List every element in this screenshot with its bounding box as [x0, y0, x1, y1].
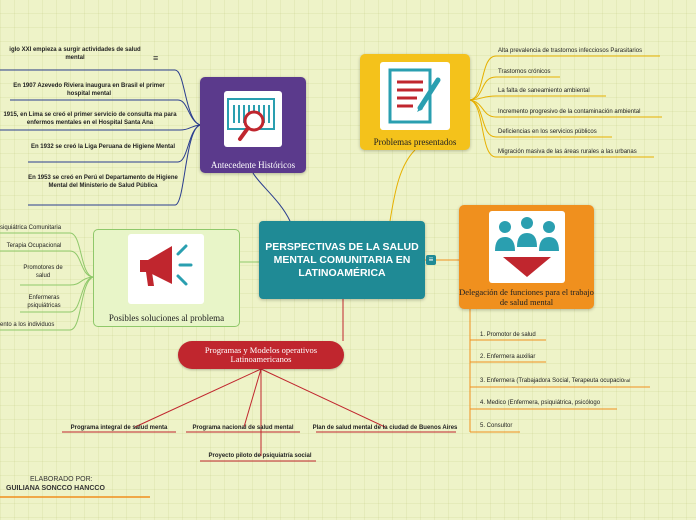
delegacion-item-3[interactable]: 3. Enfermera (Trabajadora Social, Terape… — [480, 377, 630, 385]
menu-icon[interactable]: ≡ — [426, 255, 436, 265]
solucion-item-4[interactable]: Enfermeras psiquiátricas — [27, 295, 61, 309]
antecedente-item-2[interactable]: En 1907 Azevedo Riviera inaugura en Bras… — [13, 83, 165, 97]
delegacion-item-5[interactable]: 5. Consultor — [480, 423, 513, 429]
antecedentes-card[interactable]: Antecedente Históricos — [200, 77, 306, 173]
problema-item-2[interactable]: Trastornos crónicos — [498, 69, 551, 75]
antecedente-item-4[interactable]: En 1932 se creó la Liga Peruana de Higie… — [30, 144, 176, 150]
programas-node[interactable]: Programas y Modelos operativos Latinoame… — [178, 341, 344, 369]
antecedentes-connectors — [0, 69, 291, 222]
delegacion-connectors — [425, 259, 650, 433]
central-topic[interactable]: PERSPECTIVAS DE LA SALUD MENTAL COMUNITA… — [259, 221, 425, 299]
antecedente-item-1[interactable]: iglo XXI empieza a surgir actividades de… — [9, 47, 141, 61]
author-label: ELABORADO POR: — [30, 476, 93, 483]
antecedentes-label: Antecedente Históricos — [210, 160, 296, 170]
author-name: GUILIANA SONCCO HANCCO — [6, 485, 105, 492]
menu-icon[interactable]: ≡ — [153, 53, 159, 63]
problemas-label: Problemas presentados — [373, 137, 457, 147]
delegacion-item-2[interactable]: 2. Enfermera auxiliar — [480, 354, 536, 360]
programa-item-4[interactable]: Plan de salud mental de la ciudad de Bue… — [312, 425, 458, 431]
programa-item-2[interactable]: Programa nacional de salud mental — [192, 425, 294, 431]
team-meeting-icon — [489, 211, 565, 283]
delegacion-item-3-suffix: nal — [624, 378, 631, 383]
problema-item-4[interactable]: Incremento progresivo de la contaminació… — [498, 109, 641, 115]
delegacion-item-1[interactable]: 1. Promotor de salud — [480, 332, 536, 338]
solucion-item-3[interactable]: Promotores de salud — [23, 265, 63, 279]
soluciones-card[interactable]: Posibles soluciones al problema — [93, 229, 240, 327]
antecedente-item-5[interactable]: En 1953 se creó en Perú el Departamento … — [28, 175, 178, 189]
central-topic-title: PERSPECTIVAS DE LA SALUD MENTAL COMUNITA… — [265, 240, 419, 279]
delegacion-card[interactable]: Delegación de funciones para el trabajo … — [459, 205, 594, 309]
document-pencil-icon — [380, 62, 450, 130]
solucion-item-1[interactable]: siquiátrica Comunitaria — [0, 225, 62, 231]
delegacion-label: Delegación de funciones para el trabajo … — [459, 287, 594, 307]
programas-label: Programas y Modelos operativos Latinoame… — [204, 345, 318, 364]
soluciones-label: Posibles soluciones al problema — [108, 313, 225, 323]
problema-item-1[interactable]: Alta prevalencia de trastornos infeccios… — [498, 48, 643, 54]
problema-item-3[interactable]: La falta de saneamiento ambiental — [498, 88, 590, 94]
solucion-item-5[interactable]: ento a los individuos — [0, 322, 55, 328]
solucion-item-2[interactable]: Terapia Ocupacional — [6, 243, 62, 249]
programas-connectors — [62, 299, 456, 462]
delegacion-item-4[interactable]: 4. Medico (Enfermera, psiquiátrica, psic… — [480, 400, 601, 406]
soluciones-connectors — [0, 232, 259, 331]
problema-item-6[interactable]: Migración masiva de las áreas rurales a … — [498, 149, 637, 155]
delegacion-item-3-text: 3. Enfermera (Trabajadora Social, Terape… — [480, 378, 625, 384]
programa-item-1[interactable]: Programa integral de salud menta — [70, 425, 168, 431]
magnifier-barcode-icon — [224, 91, 282, 147]
antecedente-item-3[interactable]: 1915, en Lima se creó el primer servicio… — [3, 112, 177, 126]
programa-item-3[interactable]: Proyecto piloto de psiquiatría social — [208, 453, 312, 459]
problema-item-5[interactable]: Deficiencias en los servicios públicos — [498, 129, 597, 135]
problemas-connectors — [389, 55, 662, 222]
problemas-card[interactable]: Problemas presentados — [360, 54, 470, 150]
megaphone-icon — [128, 234, 204, 304]
